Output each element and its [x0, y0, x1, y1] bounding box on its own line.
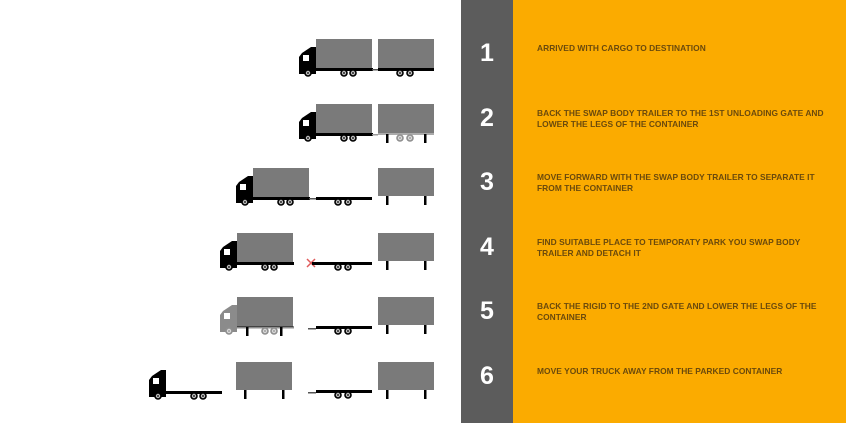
- step-6-number: 6: [480, 362, 494, 390]
- step-4-number: 4: [480, 233, 494, 261]
- step-number-column: [461, 0, 513, 423]
- step-4-illustration: [220, 233, 434, 271]
- truck-with-swap-body-icon: [299, 39, 373, 77]
- step-5-illustration: [220, 297, 434, 336]
- parked-container-on-legs-icon: [378, 297, 434, 334]
- step-2-number: 2: [480, 104, 494, 132]
- parked-container-on-legs-icon: [378, 362, 434, 399]
- parked-container-on-legs-icon: [378, 168, 434, 205]
- step-2-illustration: [299, 104, 434, 143]
- step-3-number: 3: [480, 168, 494, 196]
- faded-truck-with-container-legs-lowered-icon: [220, 297, 294, 336]
- truck-with-swap-body-icon: [220, 233, 294, 271]
- step-3-illustration: [236, 168, 434, 206]
- detached-trailer-marker-icon: [306, 258, 316, 268]
- drawbar-trailer-with-swap-body-icon: [378, 39, 434, 77]
- step-1-number: 1: [480, 39, 494, 67]
- step-6-illustration: [149, 362, 434, 400]
- truck-with-swap-body-icon: [299, 104, 373, 142]
- parked-container-on-legs-icon: [236, 362, 292, 399]
- step-1-text: ARRIVED WITH CARGO TO DESTINATION: [537, 43, 706, 53]
- empty-drawbar-trailer-icon: [312, 262, 372, 271]
- empty-drawbar-trailer-icon: [308, 390, 372, 399]
- step-1-illustration: [299, 39, 434, 77]
- step-3-text: MOVE FORWARD WITH THE SWAP BODY TRAILER …: [537, 172, 815, 193]
- step-6-text: MOVE YOUR TRUCK AWAY FROM THE PARKED CON…: [537, 366, 783, 376]
- step-2-text: BACK THE SWAP BODY TRAILER TO THE 1ST UN…: [537, 108, 824, 129]
- truck-with-swap-body-icon: [236, 168, 310, 206]
- empty-drawbar-trailer-icon: [308, 326, 372, 335]
- step-description-panel: [513, 0, 846, 423]
- swap-body-procedure-illustrations: [149, 39, 434, 400]
- step-4-text: FIND SUITABLE PLACE TO TEMPORATY PARK YO…: [537, 237, 801, 258]
- empty-rigid-truck-icon: [149, 370, 222, 400]
- step-5-number: 5: [480, 297, 494, 325]
- empty-drawbar-trailer-icon: [316, 197, 372, 206]
- drawbar-trailer-with-container-legs-lowered-icon: [378, 104, 434, 143]
- step-5-text: BACK THE RIGID TO THE 2ND GATE AND LOWER…: [537, 301, 817, 322]
- parked-container-on-legs-icon: [378, 233, 434, 270]
